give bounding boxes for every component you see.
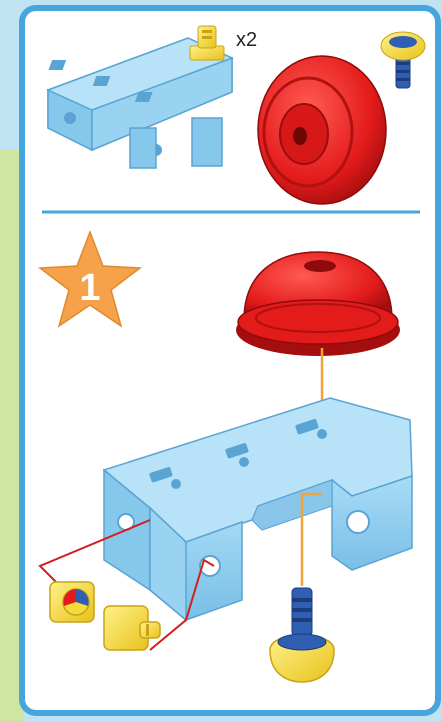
pin-part-step-1 xyxy=(50,582,94,622)
step-number: 1 xyxy=(79,267,100,309)
dome-cap-part xyxy=(258,56,386,204)
pin-count-label: x2 xyxy=(236,29,257,51)
